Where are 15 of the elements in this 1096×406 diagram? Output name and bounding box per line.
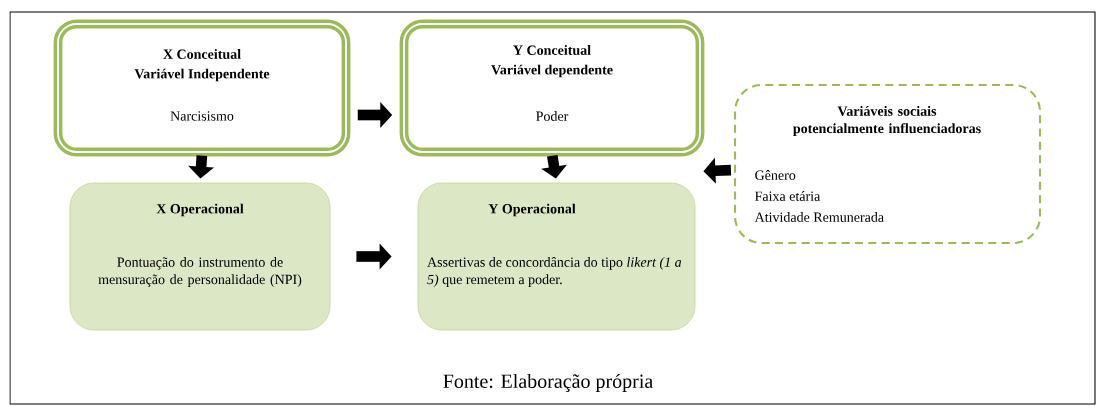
box-text: Assertivas de concordância do tipo likert (1 a 5) que remetem a poder. xyxy=(427,257,682,287)
box-heading: Y Operacional xyxy=(488,203,576,217)
caption: Fonte: Elaboração própria xyxy=(443,373,653,393)
box-heading: Variáveis sociais potencialmente influenciadoras xyxy=(793,106,981,136)
box-text: Poder xyxy=(536,111,569,121)
box-heading: Y Conceitual xyxy=(513,45,591,55)
box-heading: X Operacional xyxy=(156,203,244,217)
box-text: Faixa etária xyxy=(755,191,821,201)
box-heading: Variável Independente xyxy=(134,68,270,82)
box-heading: X Conceitual xyxy=(163,49,241,59)
box-text: Pontuação do instrumento de mensuração de personalidade (NPI) xyxy=(98,257,302,287)
box-text: Atividade Remunerada xyxy=(754,212,884,222)
box-text: Narcisismo xyxy=(170,111,234,121)
box-heading: Variável dependente xyxy=(491,64,613,78)
box-text: Gênero xyxy=(755,170,796,180)
